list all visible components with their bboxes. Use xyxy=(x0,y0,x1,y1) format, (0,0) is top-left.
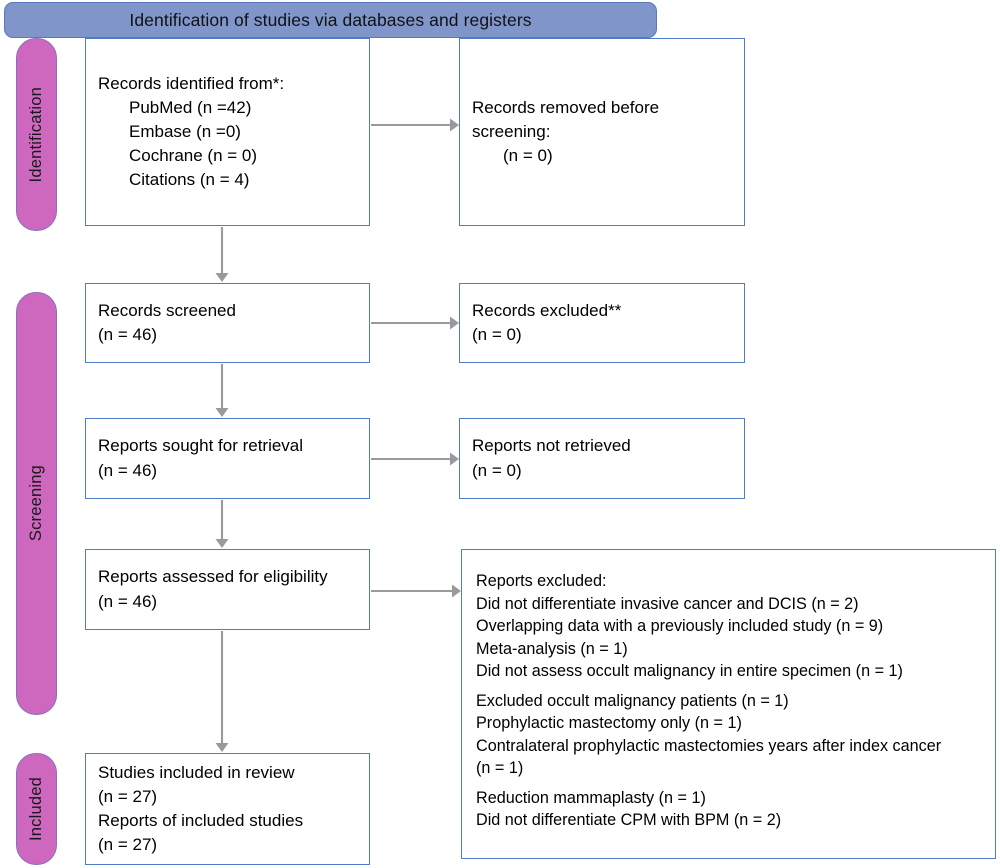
box-line: PubMed (n =42) xyxy=(129,97,252,117)
box-line: screening: xyxy=(472,121,551,141)
exclusion-reason: Did not differentiate invasive cancer an… xyxy=(476,594,859,613)
box-records-identified: Records identified from*: PubMed (n =42)… xyxy=(85,38,370,226)
box-line: (n = 0) xyxy=(503,146,553,166)
box-studies-included-in-review: Studies included in review (n = 27) Repo… xyxy=(85,753,370,865)
box-line: (n = 46) xyxy=(98,460,158,480)
arrow-sought-to-not-retrieved xyxy=(371,452,459,466)
arrow-screened-to-excluded xyxy=(371,316,459,330)
box-line: Cochrane (n = 0) xyxy=(129,146,258,166)
exclusion-reason: Overlapping data with a previously inclu… xyxy=(476,617,884,636)
stage-label-included-text: Included xyxy=(27,777,45,841)
box-line: Citations (n = 4) xyxy=(129,170,250,190)
box-line: (n = 0) xyxy=(472,325,522,344)
box-line: (n = 46) xyxy=(98,591,158,611)
box-line: Reports sought for retrieval xyxy=(98,436,304,456)
box-line: Reports of included studies xyxy=(98,811,304,830)
exclusion-reason: Meta-analysis (n = 1) xyxy=(476,639,628,658)
exclusion-reason: Reduction mammaplasty (n = 1) xyxy=(476,788,706,807)
box-line: Records removed before xyxy=(472,97,660,117)
box-line: Records excluded** xyxy=(472,300,622,320)
box-reports-sought-for-retrieval: Reports sought for retrieval (n = 46) xyxy=(85,418,370,499)
exclusion-reason: Did not assess occult malignancy in enti… xyxy=(476,662,903,681)
box-line: Embase (n =0) xyxy=(129,121,241,141)
box-line: (n = 46) xyxy=(98,325,158,344)
arrow-assessed-to-included xyxy=(215,631,229,752)
stage-label-identification: Identification xyxy=(16,38,57,231)
stage-label-included: Included xyxy=(16,753,57,865)
box-line: (n = 27) xyxy=(98,786,158,806)
box-reports-assessed-for-eligibility: Reports assessed for eligibility (n = 46… xyxy=(85,549,370,630)
exclusion-reason-continued: (n = 1) xyxy=(476,759,524,778)
arrow-identified-to-screened xyxy=(215,227,229,282)
arrow-sought-to-assessed xyxy=(215,500,229,548)
box-records-screened: Records screened (n = 46) xyxy=(85,283,370,363)
arrow-identified-to-removed xyxy=(371,118,459,132)
stage-label-screening: Screening xyxy=(16,292,57,715)
phase-banner: Identification of studies via databases … xyxy=(4,2,657,38)
exclusion-reason: Prophylactic mastectomy only (n = 1) xyxy=(476,714,742,733)
box-heading: Reports excluded: xyxy=(476,572,607,590)
box-line: Reports not retrieved xyxy=(472,436,631,456)
exclusion-reason: Did not differentiate CPM with BPM (n = … xyxy=(476,811,782,830)
box-line: Records identified from*: xyxy=(98,73,285,93)
stage-label-screening-text: Screening xyxy=(27,465,45,542)
arrow-assessed-to-reports-excluded xyxy=(371,584,461,598)
box-records-removed-before-screening: Records removed before screening: (n = 0… xyxy=(459,38,745,226)
box-line: (n = 0) xyxy=(472,460,522,480)
box-line: Reports assessed for eligibility xyxy=(98,567,328,587)
box-records-excluded: Records excluded** (n = 0) xyxy=(459,283,745,363)
phase-banner-title: Identification of studies via databases … xyxy=(129,9,532,30)
box-line: Records screened xyxy=(98,300,236,320)
arrow-screened-to-sought xyxy=(215,364,229,417)
stage-label-identification-text: Identification xyxy=(27,86,45,183)
box-reports-excluded-with-reasons: Reports excluded: Did not differentiate … xyxy=(461,549,996,859)
box-reports-not-retrieved: Reports not retrieved (n = 0) xyxy=(459,418,745,499)
exclusion-reason: Contralateral prophylactic mastectomies … xyxy=(476,736,942,755)
box-line: Studies included in review xyxy=(98,762,295,782)
exclusion-reason: Excluded occult malignancy patients (n =… xyxy=(476,691,789,710)
box-line: (n = 27) xyxy=(98,835,158,855)
